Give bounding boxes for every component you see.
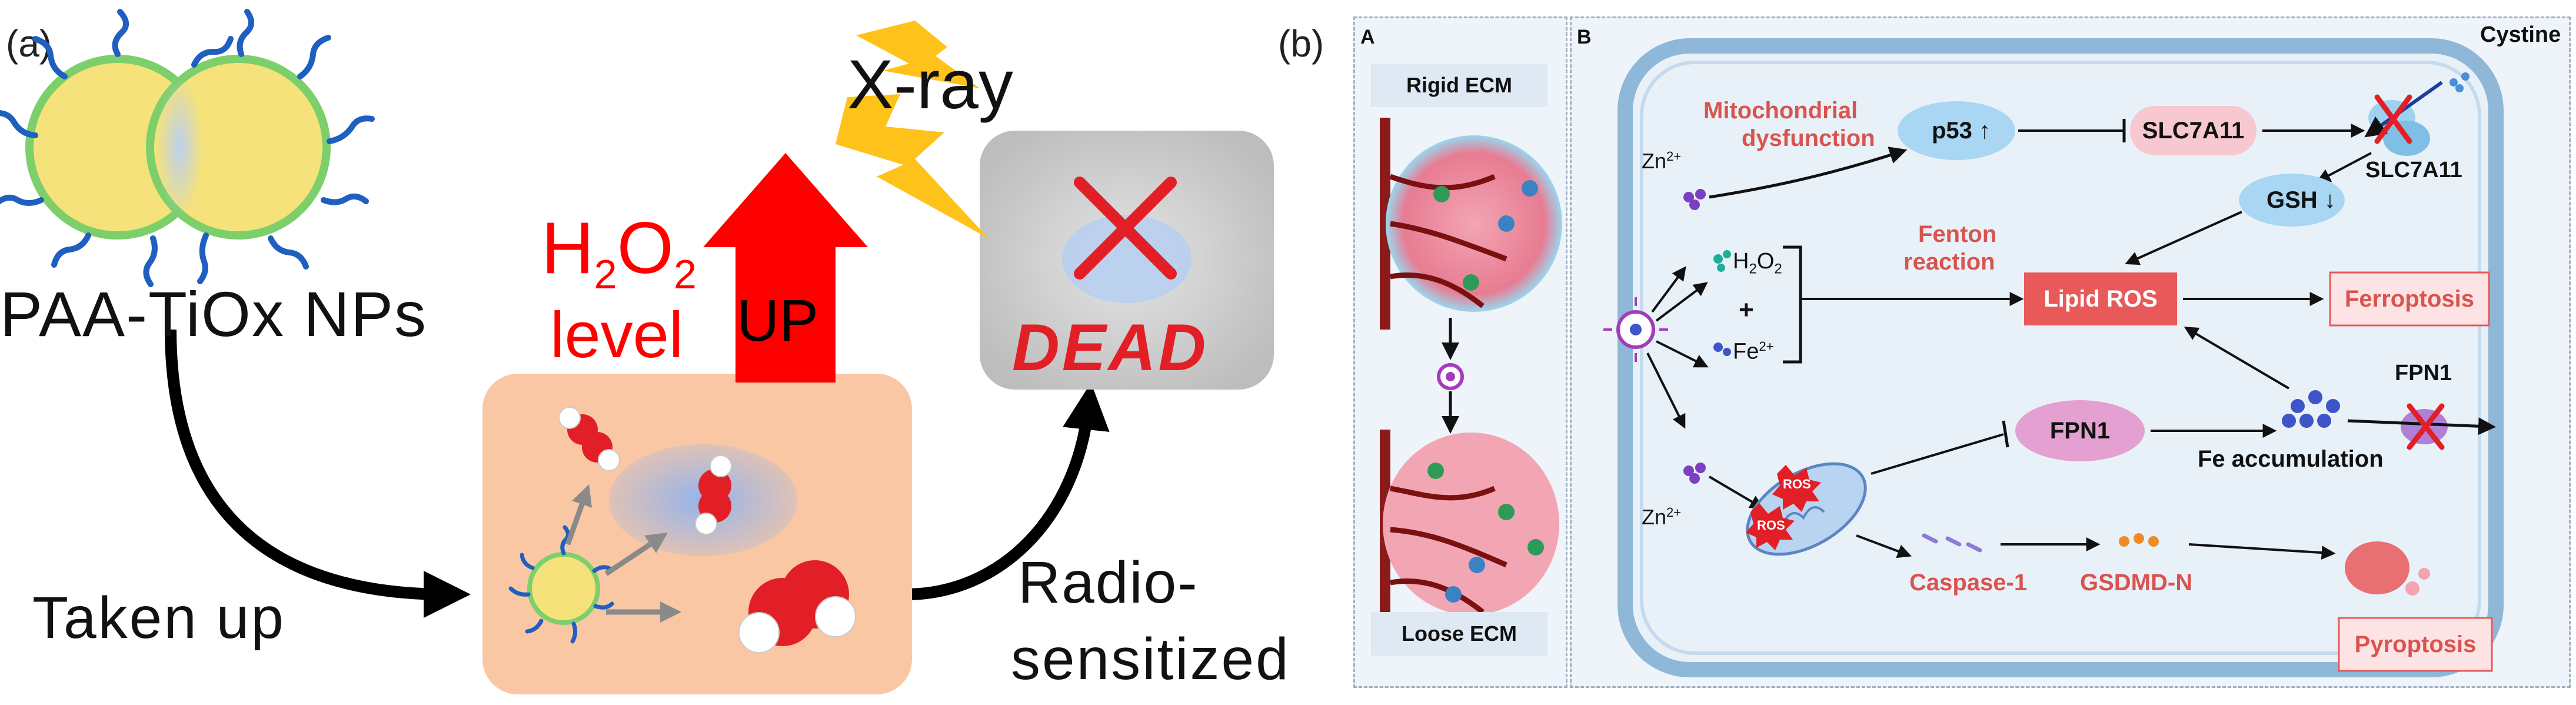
fpn1-transporter-icon [2347, 403, 2496, 450]
ferroptosis-label: Ferroptosis [2344, 285, 2475, 312]
slc7a11-right-label: SLC7A11 [2365, 158, 2462, 182]
nanoparticle-small-icon [1437, 363, 1464, 390]
h2o2-molecule-small-icon [558, 407, 620, 471]
up-arrow-icon [703, 153, 868, 383]
radiosensitized-arrow [906, 383, 1110, 600]
fpn1-center-node [2015, 400, 2145, 461]
ros-label-2: ROS [1757, 518, 1785, 533]
rigid-ecm-label: Rigid ECM [1371, 64, 1547, 107]
gsdmd-label: GSDMD-N [2080, 570, 2193, 596]
panel-b-label: (b) [1278, 22, 1324, 65]
panel-a-graphics [0, 9, 1274, 694]
fe-accumulation-dots-icon [2282, 390, 2340, 428]
p53-label: p53 ↑ [1932, 118, 1991, 144]
section-b-label: B [1577, 26, 1592, 48]
gsdmd-icon [2119, 533, 2159, 547]
cystine-label: Cystine [2480, 22, 2561, 47]
nanoparticle-center-icon [1603, 297, 1668, 362]
section-a-label: A [1360, 26, 1375, 48]
bracket [1783, 245, 1802, 364]
plus-label: + [1739, 295, 1754, 324]
h2o2-label: H2O2 [541, 208, 697, 297]
loose-ecm-tumor-icon [1380, 430, 1559, 618]
gsh-label: GSH ↓ [2267, 187, 2336, 213]
h2o2-molecule-large-icon [738, 560, 856, 653]
pore-icon [2345, 541, 2430, 596]
taken-up-arrow [165, 329, 471, 618]
pyroptosis-label: Pyroptosis [2354, 631, 2477, 657]
radio-label: Radio- [1018, 550, 1199, 616]
caspase-icon [1922, 533, 1982, 553]
up-label: UP [737, 288, 818, 354]
h2o2-dots-icon [1713, 250, 1731, 272]
gsh-node [2239, 174, 2345, 227]
nanoparticle-in-cell-icon [508, 525, 614, 644]
slc7a11-transporter-icon [2364, 72, 2470, 156]
p53-node [1898, 101, 2015, 160]
rigid-ecm-tumor-icon [1380, 118, 1562, 330]
slc7a11-label: SLC7A11 [2142, 117, 2245, 144]
fpn1-center-label: FPN1 [2049, 417, 2111, 444]
zn-ions-top-icon [1683, 189, 1706, 210]
cross-icon [1074, 177, 1177, 280]
sensitized-label: sensitized [1011, 626, 1290, 692]
fenton-label-2: reaction [1903, 249, 1995, 275]
pyroptosis-node [2338, 617, 2493, 672]
gray-arrow-1 [565, 484, 592, 546]
slc7a11-node [2130, 106, 2257, 155]
fe-dots-icon [1713, 342, 1731, 356]
np-label: PAA-TiOx NPs [0, 278, 428, 350]
zn-top-label: Zn2+ [1642, 149, 1682, 173]
fe-accumulation-label: Fe accumulation [2198, 446, 2384, 472]
mito-label-1: Mitochondrial [1703, 98, 1858, 124]
zn-ions-bottom-icon [1683, 463, 1706, 484]
fenton-label-1: Fenton [1918, 221, 1997, 247]
h2o2-b-label: H2O2 [1733, 249, 1782, 277]
ros-burst-icon-2 [1746, 503, 1795, 550]
lipid-ros-label: Lipid ROS [2044, 285, 2158, 312]
dead-label: DEAD [1012, 311, 1209, 384]
ros-label-1: ROS [1783, 477, 1811, 491]
h2o2-molecule-medium-icon [695, 455, 732, 535]
xray-label: X-ray [847, 46, 1013, 124]
ferroptosis-node [2329, 271, 2490, 327]
lipid-ros-node [2024, 272, 2177, 325]
lightning-bolt-icon-2 [836, 94, 989, 238]
fe-label: Fe2+ [1733, 339, 1774, 364]
zn-bottom-label: Zn2+ [1642, 505, 1682, 529]
loose-ecm-label: Loose ECM [1371, 612, 1547, 656]
nanoparticle-pair-icon [0, 9, 375, 287]
taken-up-label: Taken up [32, 585, 285, 651]
caspase-label: Caspase-1 [1909, 570, 2028, 596]
ros-burst-icon-1 [1772, 465, 1821, 512]
mito-label-2: dysfunction [1742, 125, 1875, 151]
gray-arrow-2 [604, 533, 668, 576]
level-label: level [550, 299, 684, 371]
fpn1-right-label: FPN1 [2395, 361, 2452, 385]
lightning-bolt-icon [856, 21, 980, 88]
